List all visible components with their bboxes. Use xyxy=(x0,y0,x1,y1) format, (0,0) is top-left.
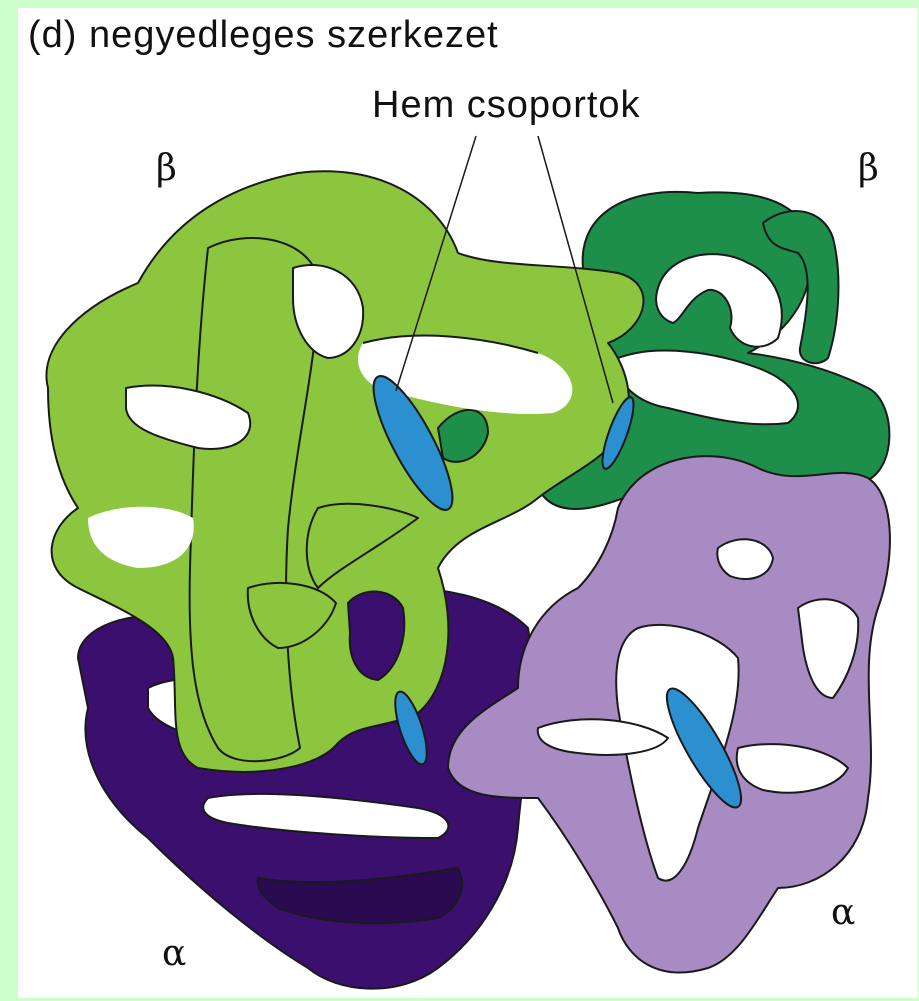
beta-left-label: β xyxy=(156,148,177,189)
beta-right-label: β xyxy=(858,148,879,189)
alpha-right-label: α xyxy=(831,892,855,933)
alpha-subunit-right xyxy=(448,456,890,972)
alpha-left-label: α xyxy=(162,933,186,974)
hemoglobin-quaternary-diagram xyxy=(18,8,918,998)
figure-title: (d) negyedleges szerkezet xyxy=(28,14,499,57)
figure-panel: (d) negyedleges szerkezet Hem csoportok … xyxy=(18,8,918,998)
heme-groups-label: Hem csoportok xyxy=(372,84,641,127)
